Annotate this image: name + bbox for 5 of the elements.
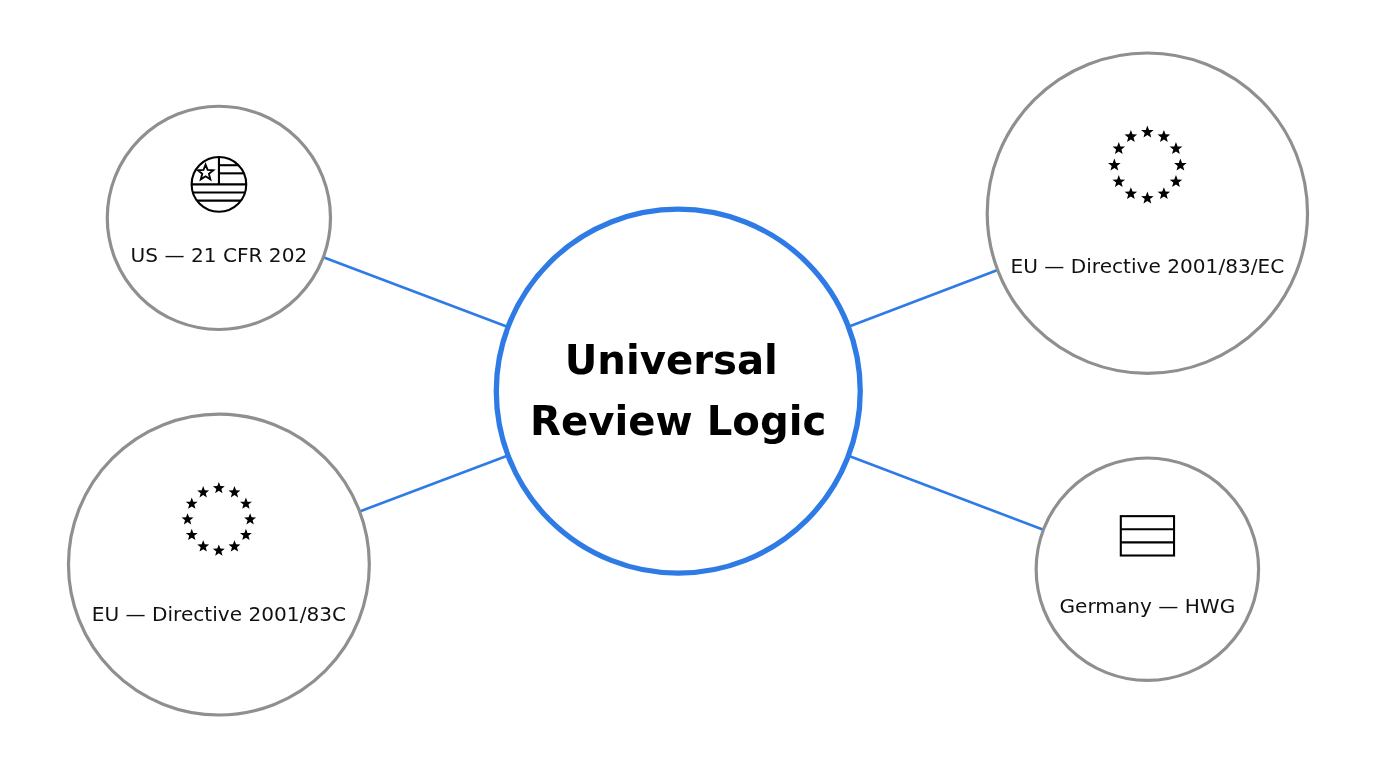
node-circle: US — 21 CFR 202	[105, 104, 333, 332]
node-circle: Universal Review Logic	[493, 206, 863, 576]
node-circle: EU — Directive 2001/83C	[66, 412, 371, 717]
node-circle: EU — Directive 2001/83/EC	[985, 51, 1310, 375]
node-circle: Germany — HWG	[1034, 456, 1261, 682]
